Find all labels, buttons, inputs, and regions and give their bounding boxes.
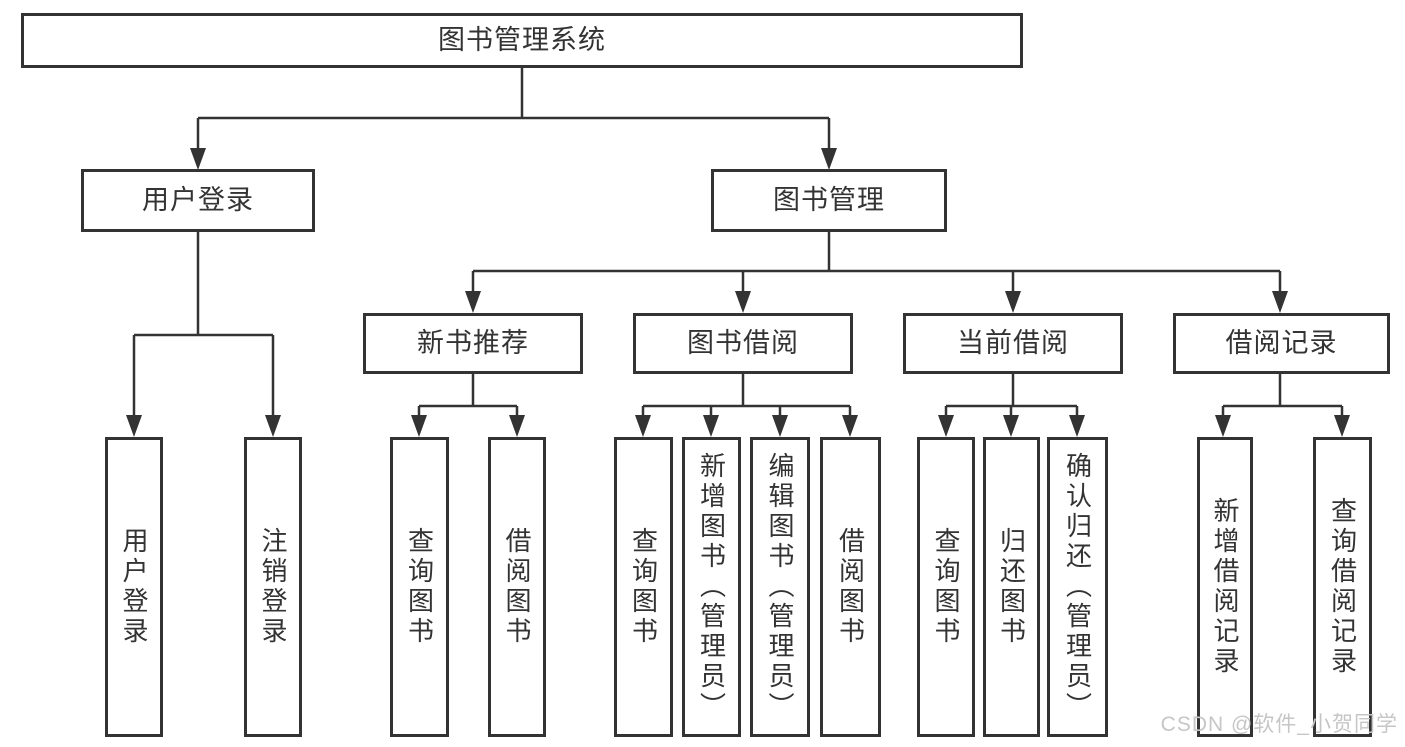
leaf-add-borrow-record: 新增借阅记录 <box>1197 437 1253 737</box>
node-new-book-recommendation: 新书推荐 <box>363 313 583 374</box>
leaf-query-books-borrow: 查询图书 <box>614 437 673 737</box>
leaf-query-borrow-record: 查询借阅记录 <box>1313 437 1372 737</box>
csdn-watermark: CSDN @软件_小贺同学 <box>1160 713 1398 736</box>
node-current-borrowing: 当前借阅 <box>903 313 1123 374</box>
leaf-query-books-borrow-label: 查询图书 <box>628 527 659 647</box>
leaf-edit-book-admin-label: 编辑图书（管理员） <box>765 452 795 722</box>
node-library-management-system: 图书管理系统 <box>21 13 1023 68</box>
leaf-query-borrow-record-label: 查询借阅记录 <box>1327 497 1358 677</box>
leaf-user-login-label: 用户登录 <box>119 527 149 647</box>
leaf-query-books-current-label: 查询图书 <box>931 527 961 647</box>
leaf-logout: 注销登录 <box>244 437 302 737</box>
leaf-borrow-books-recommend: 借阅图书 <box>488 437 546 737</box>
leaf-add-book-admin: 新增图书（管理员） <box>682 437 741 737</box>
node-user-login: 用户登录 <box>81 169 315 232</box>
leaf-borrow-books-label: 借阅图书 <box>835 527 866 647</box>
leaf-user-login: 用户登录 <box>105 437 163 737</box>
leaf-query-books-recommend: 查询图书 <box>390 437 449 737</box>
leaf-add-book-admin-label: 新增图书（管理员） <box>696 452 727 722</box>
node-borrowing-records: 借阅记录 <box>1173 313 1390 374</box>
node-book-borrowing: 图书借阅 <box>633 313 853 374</box>
arrowhead-icons <box>126 148 1350 437</box>
leaf-query-books-current: 查询图书 <box>917 437 975 737</box>
leaf-query-books-recommend-label: 查询图书 <box>404 527 435 647</box>
tree-branch-lines <box>132 68 1344 419</box>
leaf-logout-label: 注销登录 <box>258 527 288 647</box>
leaf-edit-book-admin: 编辑图书（管理员） <box>750 437 810 737</box>
leaf-borrow-books: 借阅图书 <box>820 437 881 737</box>
leaf-add-borrow-record-label: 新增借阅记录 <box>1210 497 1240 677</box>
node-book-management: 图书管理 <box>711 169 947 232</box>
leaf-borrow-books-recommend-label: 借阅图书 <box>502 527 532 647</box>
leaf-return-book-label: 归还图书 <box>996 527 1027 647</box>
leaf-return-book: 归还图书 <box>983 437 1040 737</box>
leaf-confirm-return-admin-label: 确认归还（管理员） <box>1062 452 1093 722</box>
leaf-confirm-return-admin: 确认归还（管理员） <box>1047 437 1108 737</box>
